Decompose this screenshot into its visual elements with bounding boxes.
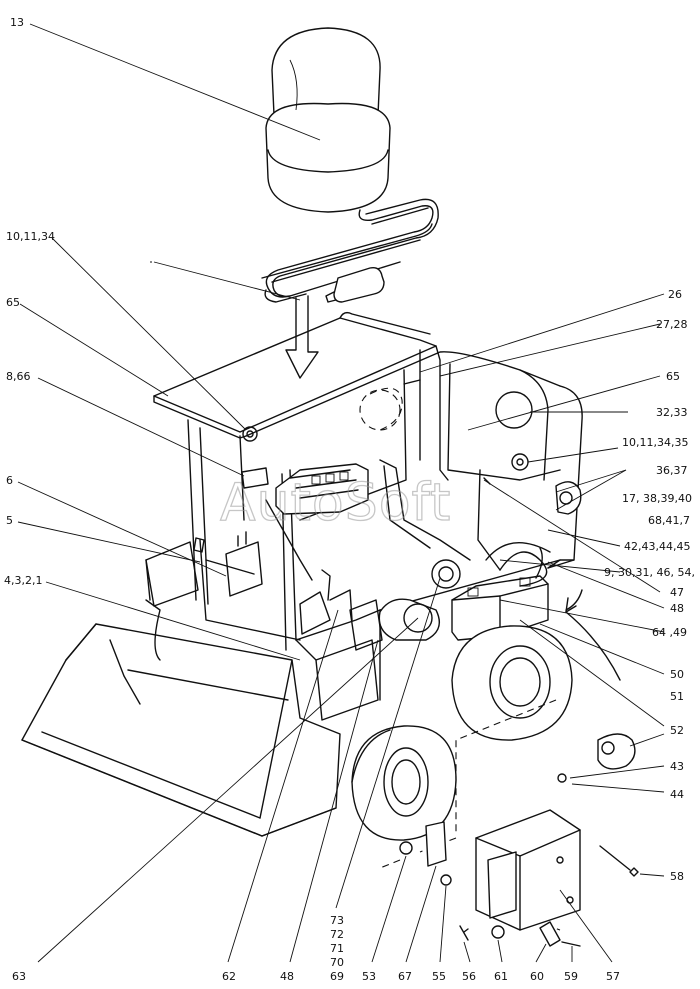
callout-42-43-44-45: 42,43,44,45 [624,540,690,553]
callout-61: 61 [494,970,508,983]
callout-48-bottom: 48 [280,970,294,983]
callout-68-41-7: 68,41,7 [648,514,690,527]
callout-58: 58 [670,870,684,883]
callout-13: 13 [10,16,24,29]
callout-70: 70 [330,956,344,969]
rear-wheel [451,625,573,741]
leader-lines [17,23,665,963]
lift-arm [145,599,161,661]
callout-69: 69 [330,970,344,983]
callout-9-30-31-46-54: 9, 30,31, 46, 54, [604,566,695,579]
callout-10-11-34: 10,11,34 [6,230,55,243]
callout-52: 52 [670,724,684,737]
callout-57: 57 [606,970,620,983]
callout-67: 67 [398,970,412,983]
callout-47: 47 [670,586,684,599]
callout-43: 43 [670,760,684,773]
callout-65-right: 65 [666,370,680,383]
callout-55: 55 [432,970,446,983]
callout-72: 72 [330,928,344,941]
callout-17-38-39-40: 17, 38,39,40 [622,492,692,505]
callout-59: 59 [564,970,578,983]
callout-51: 51 [670,690,684,703]
install-arrow [285,295,319,379]
callout-63: 63 [12,970,26,983]
beacon-lamp [265,27,391,213]
callout-53: 53 [362,970,376,983]
loader-bucket [21,623,341,837]
callout-36-37: 36,37 [656,464,688,477]
callout-73: 73 [330,914,344,927]
callout-60: 60 [530,970,544,983]
callout-labels: 13 10,11,34 65 8,66 6 5 4,3,2,1 26 27,28… [4,16,695,983]
callout-64-49: 64 ,49 [652,626,687,639]
callout-26: 26 [668,288,682,301]
callout-32-33: 32,33 [656,406,688,419]
callout-10-11-34-35: 10,11,34,35 [622,436,688,449]
callout-8-66: 8,66 [6,370,31,383]
callout-4-3-2-1: 4,3,2,1 [4,574,42,587]
callout-71: 71 [330,942,344,955]
callout-6: 6 [6,474,13,487]
callout-62: 62 [222,970,236,983]
watermark-text: AutoSoft [220,473,451,533]
callout-50: 50 [670,668,684,681]
callout-44: 44 [670,788,684,801]
callout-5: 5 [6,514,13,527]
callout-56: 56 [462,970,476,983]
callout-48-right: 48 [670,602,684,615]
callout-65-left: 65 [6,296,20,309]
engine-components [193,391,621,681]
control-unit-assembly [379,699,639,947]
cab-roof-line-hint [150,261,301,301]
beacon-coiled-cord [261,198,439,303]
callout-27-28: 27,28 [656,318,688,331]
